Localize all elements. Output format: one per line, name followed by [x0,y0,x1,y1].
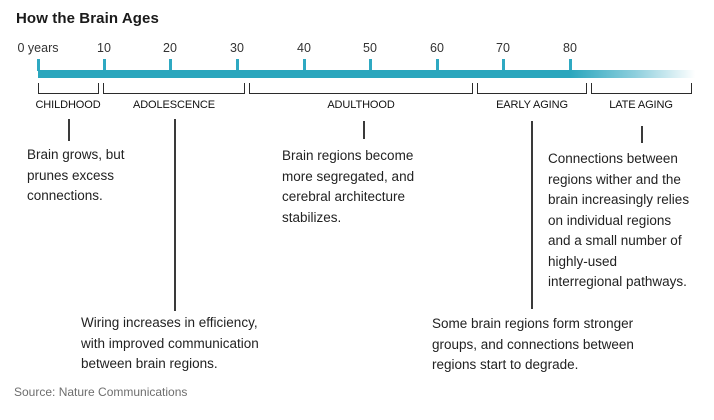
axis-tick-label-80: 80 [563,41,577,55]
note-adolescence: Wiring increases in efficiency, with imp… [81,315,259,371]
axis-tick-mark-30 [236,59,239,71]
figure-title: How the Brain Ages [16,10,159,27]
axis-tick-mark-40 [303,59,306,71]
axis-tick-mark-10 [103,59,106,71]
axis-tick-label-60: 60 [430,41,444,55]
note-early-aging: Some brain regions form stronger groups,… [432,316,634,372]
stage-bracket-adulthood [249,83,473,94]
annotation-line-adulthood [363,121,365,139]
axis-tick-label-20: 20 [163,41,177,55]
axis-tick-label-40: 40 [297,41,311,55]
timeline-bar [38,70,702,78]
stage-label-childhood: CHILDHOOD [35,99,101,111]
annotation-line-late-aging [641,126,643,143]
stage-label-late-aging: LATE AGING [609,99,673,111]
axis-tick-label-70: 70 [496,41,510,55]
axis-tick-label-50: 50 [363,41,377,55]
stage-label-early-aging: EARLY AGING [496,99,568,111]
note-late-aging: Connections between regions wither and t… [548,151,690,289]
axis-tick-mark-20 [169,59,172,71]
axis-tick-mark-0 [37,59,40,71]
stage-label-adulthood: ADULTHOOD [327,99,395,111]
source-credit: Source: Nature Communications [14,385,188,399]
axis-tick-mark-60 [436,59,439,71]
annotation-line-childhood [68,119,70,141]
axis-tick-mark-70 [502,59,505,71]
axis-tick-label-0: 0 years [17,41,59,55]
note-childhood: Brain grows, but prunes excess connectio… [27,147,125,203]
stage-bracket-childhood [38,83,99,94]
axis-tick-mark-80 [569,59,572,71]
annotation-line-early-aging [531,121,533,309]
axis-tick-mark-50 [369,59,372,71]
stage-bracket-early-aging [477,83,587,94]
axis-tick-label-30: 30 [230,41,244,55]
stage-label-adolescence: ADOLESCENCE [132,99,216,111]
stage-bracket-late-aging [591,83,692,94]
stage-bracket-adolescence [103,83,245,94]
axis-tick-label-10: 10 [97,41,111,55]
note-adulthood: Brain regions become more segregated, an… [282,148,415,225]
annotation-line-adolescence [174,119,176,311]
